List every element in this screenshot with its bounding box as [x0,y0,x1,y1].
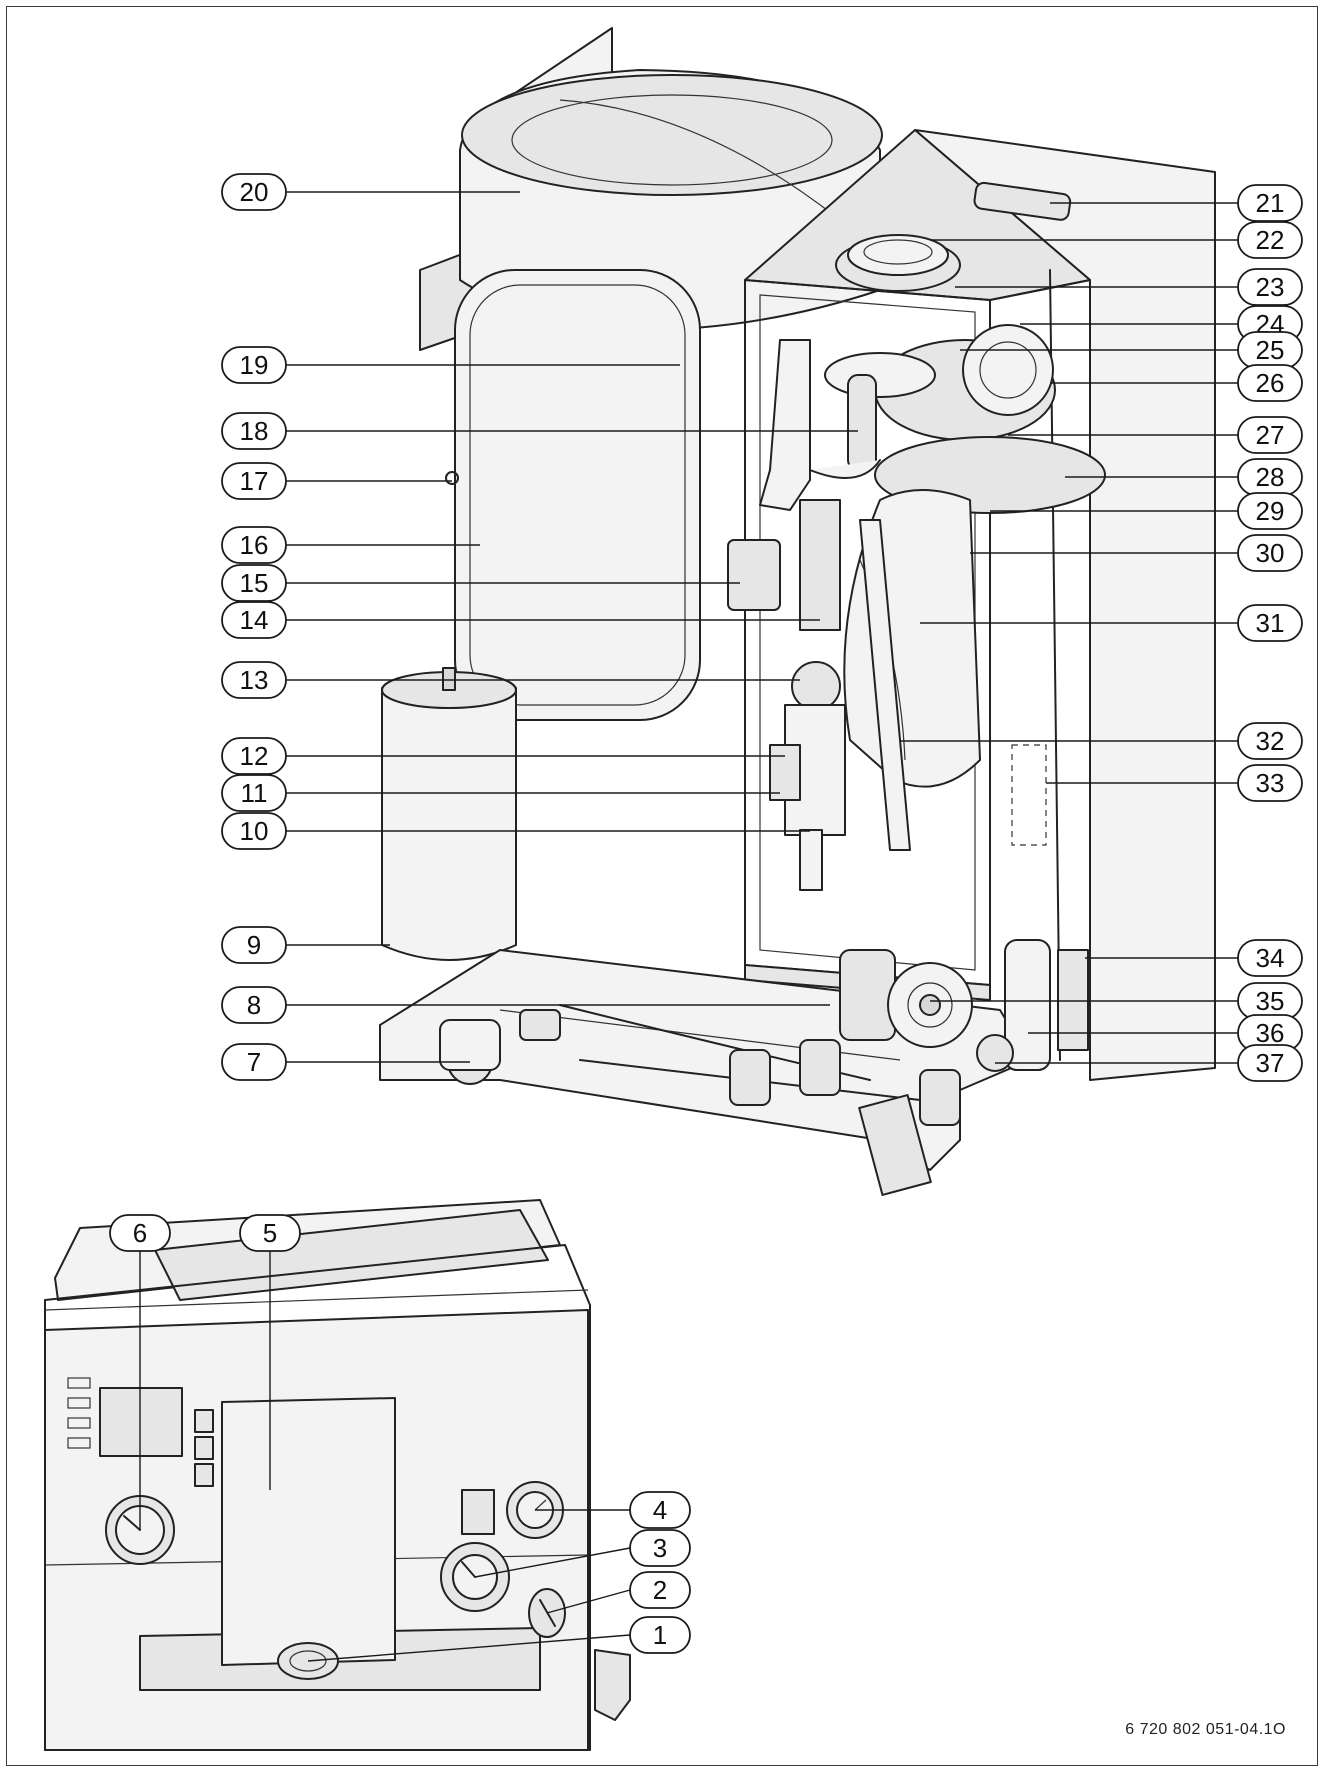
callout-33: 33 [1256,768,1285,798]
control-panel [44,1199,631,1751]
callout-9: 9 [247,930,261,960]
callout-19: 19 [240,350,269,380]
display-window [99,1387,183,1457]
down-arrow-button[interactable] [194,1463,214,1487]
callout-4: 4 [653,1495,667,1525]
fittings [439,1009,961,1126]
gas-valve [769,661,846,891]
callout-1: 1 [653,1620,667,1650]
programmer-slot [221,1397,396,1666]
callout-16: 16 [240,530,269,560]
callout-7: 7 [247,1047,261,1077]
callout-20: 20 [240,177,269,207]
callout-32: 32 [1256,726,1285,756]
callout-22: 22 [1256,225,1285,255]
callout-17: 17 [240,466,269,496]
callout-27: 27 [1256,420,1285,450]
expansion-vessel [445,269,701,721]
callout-25: 25 [1256,335,1285,365]
flue-outlet [835,181,1072,292]
tank [459,69,883,331]
callout-2: 2 [653,1575,667,1605]
callout-14: 14 [240,605,269,635]
callout-leaders [139,191,1238,1662]
callout-37: 37 [1256,1048,1285,1078]
menu-button[interactable] [194,1436,214,1460]
callout-12: 12 [240,741,269,771]
callout-26: 26 [1256,368,1285,398]
callout-31: 31 [1256,608,1285,638]
callout-5: 5 [263,1218,277,1248]
callout-labels: 20 19 18 17 16 15 14 13 12 11 10 9 8 7 2… [109,173,1303,1654]
callout-8: 8 [247,990,261,1020]
callout-11: 11 [241,778,268,808]
pipework [759,339,911,851]
up-arrow-button[interactable] [194,1409,214,1433]
document-reference: 6 720 802 051-04.1O [1125,1721,1286,1738]
fan-burner [824,324,1106,514]
callout-10: 10 [240,816,269,846]
callout-13: 13 [240,665,269,695]
callout-15: 15 [240,568,269,598]
callout-34: 34 [1256,943,1285,973]
callout-3: 3 [653,1533,667,1563]
callout-29: 29 [1256,496,1285,526]
callout-21: 21 [1256,188,1285,218]
callout-35: 35 [1256,986,1285,1016]
indicator-window [461,1489,495,1535]
page-frame [6,6,1318,1766]
callout-28: 28 [1256,462,1285,492]
callout-23: 23 [1256,272,1285,302]
sensor-box [727,539,781,611]
dhw-vessel [381,667,517,961]
callout-18: 18 [240,416,269,446]
callout-30: 30 [1256,538,1285,568]
callout-36: 36 [1256,1018,1285,1048]
callout-6: 6 [133,1218,147,1248]
